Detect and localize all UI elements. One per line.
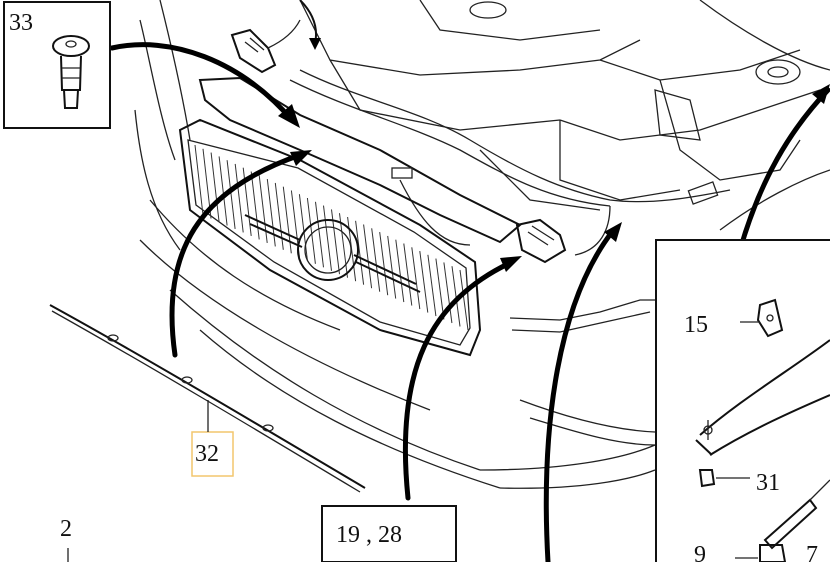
grille-slat <box>306 197 316 264</box>
highlight-32 <box>191 431 234 477</box>
grille-slat <box>419 251 429 313</box>
detail-box-33 <box>3 1 111 129</box>
grille-slat <box>323 205 332 271</box>
grille-slat <box>403 243 413 306</box>
grille-slat <box>250 171 260 240</box>
grille-slat <box>331 209 340 275</box>
arrowheads <box>278 38 830 272</box>
callout-15: 15 <box>684 312 708 338</box>
grille-slat <box>258 175 268 243</box>
grille-slat <box>427 254 437 317</box>
callout-2: 2 <box>60 516 72 542</box>
bracket-part-15 <box>756 298 784 338</box>
grille-slat <box>363 224 373 289</box>
grille-slat <box>387 235 397 299</box>
callout-32: 32 <box>195 441 219 467</box>
grille-slat <box>339 213 348 278</box>
grille-slat <box>355 220 365 285</box>
nut-part-31 <box>698 469 716 488</box>
hood-latch-drawing <box>230 19 719 264</box>
grille-slats <box>194 144 469 331</box>
grille-slat <box>210 152 220 223</box>
grille-slat <box>218 156 228 226</box>
pointer-arrows <box>109 0 830 562</box>
grille-slat <box>459 269 469 331</box>
grille-slat <box>435 258 445 320</box>
callout-33: 33 <box>9 10 33 36</box>
car-body-drawing <box>134 0 830 489</box>
callout-9: 9 <box>694 542 706 562</box>
grille-slat <box>451 266 461 327</box>
push-clip-part <box>52 35 90 109</box>
grille-slat <box>194 144 204 216</box>
grille-slat <box>234 163 244 233</box>
grille-slat <box>395 239 405 303</box>
grille-slat <box>371 228 381 292</box>
grille-drawing <box>178 76 522 357</box>
grille-slat <box>266 179 276 247</box>
hood-seal-strip <box>49 304 366 493</box>
grille-slat <box>298 194 308 261</box>
callout-7: 7 <box>806 542 818 562</box>
grille-slat <box>226 160 236 229</box>
emblem-ring <box>297 219 359 281</box>
grille-slat <box>282 186 292 254</box>
bracket-part-9 <box>759 544 787 562</box>
callout-31: 31 <box>756 470 780 496</box>
cover-clip <box>391 167 413 179</box>
grille-slat <box>379 232 389 296</box>
grille-slat <box>274 182 284 250</box>
callout-box-19-28 <box>321 505 457 562</box>
grille-slat <box>411 247 421 310</box>
detail-inset-hinge <box>655 239 830 562</box>
grille-slat <box>443 262 453 324</box>
callout-19-28: 19 , 28 <box>336 522 402 548</box>
grille-slat <box>315 201 324 268</box>
